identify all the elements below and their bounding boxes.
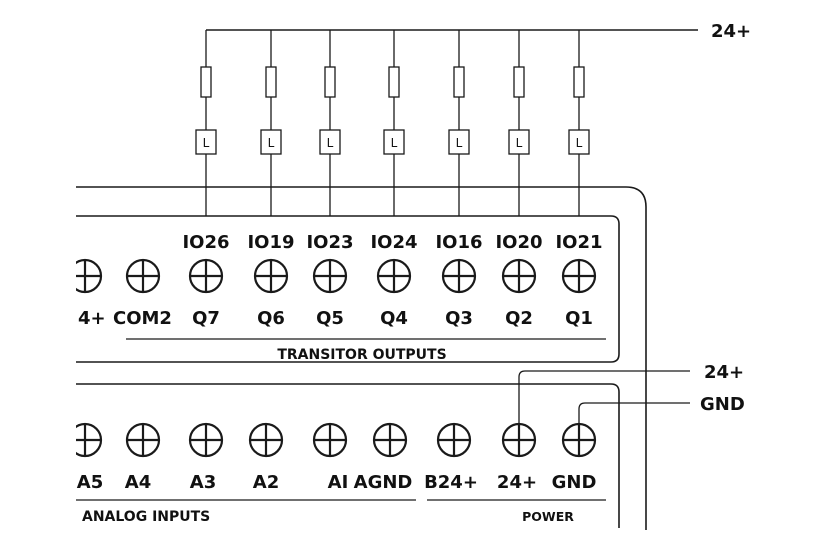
io-pin-label: IO24	[370, 232, 417, 253]
input-terminal	[436, 422, 472, 458]
io-pin-label: IO23	[306, 232, 353, 253]
com2-terminal	[125, 258, 161, 294]
output-q-label: Q1	[565, 308, 593, 329]
input-terminal-label: AI	[328, 472, 349, 493]
output-load-circuit: L	[508, 30, 530, 216]
outputs-section-label: TRANSITOR OUTPUTS	[277, 347, 446, 363]
output-terminal-block	[76, 215, 620, 363]
power-section-label: POWER	[522, 509, 574, 524]
io-pin-label: IO26	[182, 232, 229, 253]
io-pin-label: IO20	[495, 232, 542, 253]
output-terminal	[312, 258, 348, 294]
fuse-symbol	[573, 66, 585, 98]
input-terminal-label: B24+	[424, 472, 478, 493]
power-24-wire	[518, 370, 690, 425]
output-q-label: Q6	[257, 308, 285, 329]
fuse-symbol	[200, 66, 212, 98]
output-q-label: Q3	[445, 308, 473, 329]
input-terminal	[248, 422, 284, 458]
fuse-symbol	[513, 66, 525, 98]
output-load-circuit: L	[383, 30, 405, 216]
output-terminal	[188, 258, 224, 294]
fuse-symbol	[324, 66, 336, 98]
output-terminal	[253, 258, 289, 294]
input-terminal	[188, 422, 224, 458]
output-terminal	[441, 258, 477, 294]
output-load-circuit: L	[195, 30, 217, 216]
input-terminal	[125, 422, 161, 458]
output-load-circuit: L	[260, 30, 282, 216]
power-gnd-wire	[578, 402, 690, 425]
input-terminal-label: A5	[77, 472, 103, 493]
input-terminal-block	[76, 383, 620, 528]
output-load-circuit: L	[319, 30, 341, 216]
output-q-label: Q7	[192, 308, 220, 329]
input-terminal	[312, 422, 348, 458]
io-pin-label: IO21	[555, 232, 602, 253]
load-label: L	[268, 136, 275, 150]
output-terminal	[501, 258, 537, 294]
fuse-symbol	[265, 66, 277, 98]
fuse-symbol	[388, 66, 400, 98]
module-housing	[76, 186, 647, 530]
input-terminal	[561, 422, 597, 458]
output-terminal	[561, 258, 597, 294]
input-terminal	[501, 422, 537, 458]
input-terminal-label: 24+	[497, 472, 537, 493]
output-q-label: Q5	[316, 308, 344, 329]
input-terminal-label: A2	[253, 472, 279, 493]
analog-section-label: ANALOG INPUTS	[82, 509, 210, 525]
input-terminal-label: A3	[190, 472, 216, 493]
output-load-circuit: L	[448, 30, 470, 216]
partial-terminal-label: 4+	[78, 308, 106, 329]
output-terminal	[376, 258, 412, 294]
input-terminal-label: A4	[125, 472, 151, 493]
load-label: L	[203, 136, 210, 150]
io-pin-label: IO16	[435, 232, 482, 253]
load-label: L	[516, 136, 523, 150]
input-terminal-label: AGND	[354, 472, 413, 493]
output-q-label: Q4	[380, 308, 408, 329]
load-label: L	[327, 136, 334, 150]
com2-label: COM2	[113, 308, 172, 329]
fuse-symbol	[453, 66, 465, 98]
load-label: L	[391, 136, 398, 150]
output-load-circuit: L	[568, 30, 590, 216]
input-terminal	[372, 422, 408, 458]
load-label: L	[576, 136, 583, 150]
io-pin-label: IO19	[247, 232, 294, 253]
supply-label: 24+	[711, 21, 751, 42]
load-label: L	[456, 136, 463, 150]
output-q-label: Q2	[505, 308, 533, 329]
input-terminal-label: GND	[552, 472, 597, 493]
power-gnd-label: GND	[700, 394, 745, 415]
power-24-label: 24+	[704, 362, 744, 383]
